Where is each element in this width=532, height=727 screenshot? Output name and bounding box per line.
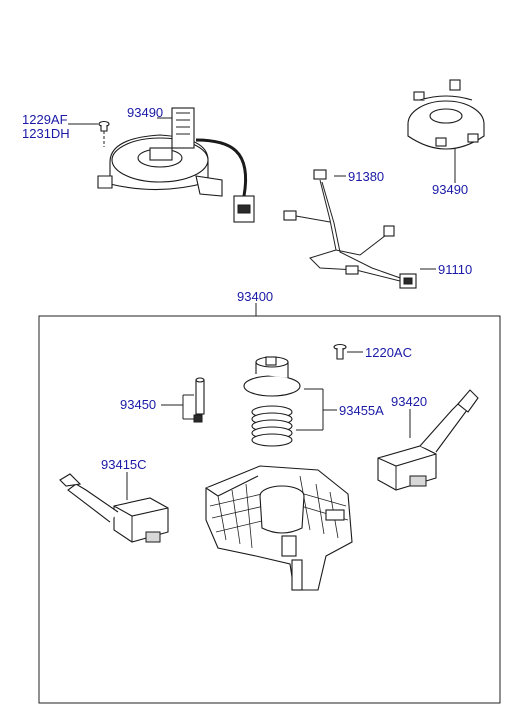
label-93450: 93450: [120, 397, 156, 412]
wiper-switch-93420: [377, 389, 479, 491]
clock-spring-93490-left: [97, 107, 255, 223]
assembly-frame: [38, 315, 501, 704]
label-93415c: 93415C: [101, 457, 147, 472]
wiring-harness: [283, 169, 417, 289]
screw-1229af: [98, 120, 110, 147]
label-1220ac: 1220AC: [365, 345, 412, 360]
light-switch-93415c: [59, 473, 169, 543]
bolt-1220ac: [333, 343, 347, 360]
column-housing: [205, 465, 353, 591]
label-93490-left: 93490: [127, 105, 163, 120]
label-1229af: 1229AF: [22, 112, 68, 127]
label-93420: 93420: [391, 394, 427, 409]
clock-spring-93490-right: [407, 79, 485, 150]
pin-93450: [193, 377, 205, 423]
leader-lines: [68, 117, 456, 500]
spring-93455a: [243, 356, 301, 447]
label-93455a: 93455A: [339, 403, 384, 418]
label-93490-right: 93490: [432, 182, 468, 197]
label-91110: 91110: [438, 262, 472, 277]
label-91380: 91380: [348, 169, 384, 184]
label-1231dh: 1231DH: [22, 126, 70, 141]
label-93400: 93400: [237, 289, 273, 304]
